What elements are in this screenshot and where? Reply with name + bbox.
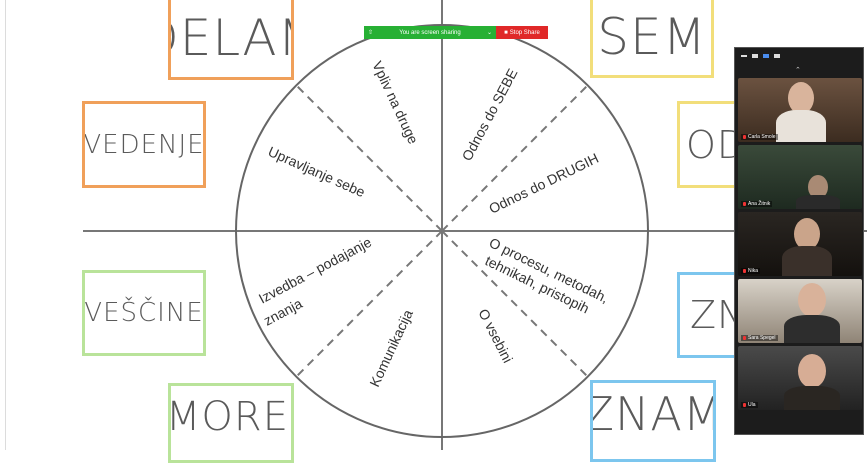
segment-odnos-do-sebe: Odnos do SEBE bbox=[459, 66, 521, 164]
chevron-down-icon[interactable]: ⌄ bbox=[486, 30, 492, 36]
chevron-up-icon[interactable]: ⌃ bbox=[795, 67, 801, 74]
muted-mic-icon bbox=[743, 269, 746, 273]
word-box-znam: ZNAM bbox=[590, 380, 716, 462]
muted-mic-icon bbox=[743, 336, 746, 340]
word-box-delam: DELAM bbox=[168, 0, 294, 80]
sharing-indicator[interactable]: ⇧ You are screen sharing ⌄ bbox=[364, 26, 496, 39]
participant-name-tag: Ana Žitnik bbox=[741, 201, 773, 207]
diagonal-ne bbox=[441, 84, 589, 232]
word-delam: DELAM bbox=[171, 9, 291, 67]
participant-gallery: ⌃ Carla Smole Ana Žitnik Nika Sara Spege… bbox=[734, 47, 864, 435]
strip-view-icon[interactable] bbox=[763, 54, 769, 58]
segment-odnos-do-drugih: Odnos do DRUGIH bbox=[486, 150, 601, 217]
participant-name-tag: Carla Smole bbox=[741, 134, 778, 140]
segment-o-vsebini: O vsebini bbox=[475, 306, 516, 365]
segment-upravljanje-sebe: Upravljanje sebe bbox=[266, 143, 368, 200]
muted-mic-icon bbox=[743, 403, 746, 407]
stop-icon: ■ bbox=[504, 29, 508, 36]
grid-view-icon[interactable] bbox=[774, 54, 780, 58]
gallery-view-controls bbox=[735, 48, 863, 64]
shared-slide: DELAM SEM VEDENJE ODN VEŠČINE ZN ZMOREM … bbox=[5, 0, 867, 463]
wheel-circle bbox=[235, 24, 649, 438]
participant-name-tag: Nika bbox=[741, 268, 761, 274]
share-icon: ⇧ bbox=[368, 30, 374, 36]
word-box-vedenje: VEDENJE bbox=[82, 101, 206, 188]
stop-share-button[interactable]: ■ Stop Share bbox=[496, 26, 548, 39]
participant-name-tag: Ula bbox=[741, 402, 758, 408]
word-zmorem: ZMOREM bbox=[168, 394, 291, 440]
participant-tile[interactable]: Ana Žitnik bbox=[738, 145, 862, 209]
muted-mic-icon bbox=[743, 135, 746, 139]
segment-vpliv-na-druge: Vpliv na druge bbox=[369, 59, 421, 147]
word-znam: ZNAM bbox=[593, 387, 713, 441]
participant-name-tag: Sara Spegel bbox=[741, 335, 778, 341]
screen-share-toolbar: ⇧ You are screen sharing ⌄ ■ Stop Share bbox=[364, 26, 548, 39]
word-box-sem: SEM bbox=[590, 0, 714, 78]
single-view-icon[interactable] bbox=[752, 54, 758, 58]
minimize-icon[interactable] bbox=[741, 55, 747, 57]
segment-izvedba-line1: Izvedba – podajanje bbox=[256, 234, 374, 307]
screen-edge bbox=[5, 0, 6, 450]
muted-mic-icon bbox=[743, 202, 746, 206]
word-vescine: VEŠČINE bbox=[84, 298, 204, 328]
word-sem: SEM bbox=[597, 8, 707, 66]
word-vedenje: VEDENJE bbox=[83, 129, 205, 160]
participant-tile[interactable]: Carla Smole bbox=[738, 78, 862, 142]
competence-wheel: Vpliv na druge Odnos do SEBE Upravljanje… bbox=[83, 0, 867, 450]
participant-tile[interactable]: Sara Spegel bbox=[738, 279, 862, 343]
stop-share-label: Stop Share bbox=[509, 29, 540, 36]
segment-komunikacija: Komunikacija bbox=[366, 307, 416, 389]
diagonal-nw bbox=[295, 84, 443, 232]
participant-tile[interactable]: Ula bbox=[738, 346, 862, 410]
diagonal-se bbox=[441, 230, 589, 378]
participant-tile[interactable]: Nika bbox=[738, 212, 862, 276]
sharing-status: You are screen sharing bbox=[399, 29, 461, 36]
word-box-vescine: VEŠČINE bbox=[82, 270, 206, 356]
diagonal-sw bbox=[295, 230, 443, 378]
